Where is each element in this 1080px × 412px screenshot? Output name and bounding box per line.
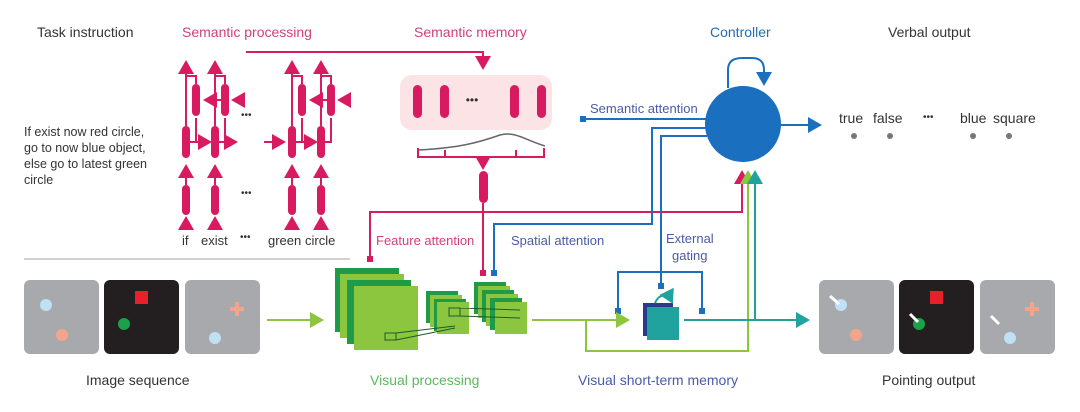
pointing-output-title: Pointing output [882, 372, 976, 388]
attention-weight-curve [417, 133, 546, 151]
verbal-output-dots [851, 133, 1012, 139]
semantic-memory-title: Semantic memory [414, 24, 527, 40]
task-instruction-title: Task instruction [37, 24, 134, 40]
input-frame-1 [24, 280, 99, 354]
semantic-attention-label: Semantic attention [590, 101, 698, 116]
rnn-ellipsis-top: ••• [241, 110, 252, 121]
verbal-output-ellipsis: ••• [923, 112, 934, 123]
visual-stm-title: Visual short-term memory [578, 372, 739, 388]
rnn-unit [221, 84, 229, 116]
rnn-unit [182, 126, 190, 158]
controller-recurrence [727, 57, 772, 88]
memory-readout-unit [479, 171, 488, 203]
controller-title: Controller [710, 24, 771, 40]
feature-attention-label: Feature attention [376, 233, 475, 248]
token-ellipsis: ••• [240, 232, 251, 243]
rnn-unit [288, 126, 296, 158]
rnn-unit [182, 185, 190, 215]
token-green: green [268, 233, 302, 248]
pointing-output-frames [819, 280, 1055, 354]
verbal-output-title: Verbal output [888, 24, 971, 40]
verbal-output-true: true [839, 110, 864, 126]
rnn-unit [327, 84, 335, 116]
external-gating-label-2: gating [672, 248, 708, 263]
visual-processing-title: Visual processing [370, 372, 480, 388]
output-frame-1 [819, 280, 894, 354]
input-frame-2 [104, 280, 179, 354]
memory-ellipsis: ••• [466, 93, 479, 107]
output-frame-2 [899, 280, 974, 354]
rnn-unit [317, 185, 325, 215]
rnn-unit [298, 84, 306, 116]
verbal-output-blue: blue [960, 110, 987, 126]
memory-slots [413, 85, 546, 118]
visual-processing-cnn [335, 268, 527, 350]
image-sequence-title: Image sequence [86, 372, 190, 388]
spatial-attention-label: Spatial attention [511, 233, 605, 248]
external-gating-line [660, 135, 707, 283]
semantic-processing-title: Semantic processing [182, 24, 312, 40]
token-exist: exist [201, 233, 228, 248]
rnn-unit [288, 185, 296, 215]
rnn-unit [317, 126, 325, 158]
rnn-unit [192, 84, 200, 116]
spatial-attention-line [493, 127, 707, 272]
task-instruction-text: If exist now red circle, go to now blue … [24, 125, 147, 187]
verbal-output-false: false [873, 110, 903, 126]
semantic-processing-network [178, 51, 491, 230]
rnn-unit [211, 185, 219, 215]
external-gating-label-1: External [666, 231, 714, 246]
output-frame-3 [980, 280, 1055, 354]
verbal-output-square: square [993, 110, 1036, 126]
rnn-ellipsis-bottom: ••• [241, 188, 252, 199]
token-if: if [182, 233, 189, 248]
visual-stm-unit [643, 287, 679, 340]
token-circle: circle [305, 233, 336, 248]
controller-node [705, 86, 781, 162]
feature-attention-line [369, 170, 750, 258]
input-frame-3 [185, 280, 260, 354]
rnn-unit [211, 126, 219, 158]
image-sequence [24, 280, 260, 354]
